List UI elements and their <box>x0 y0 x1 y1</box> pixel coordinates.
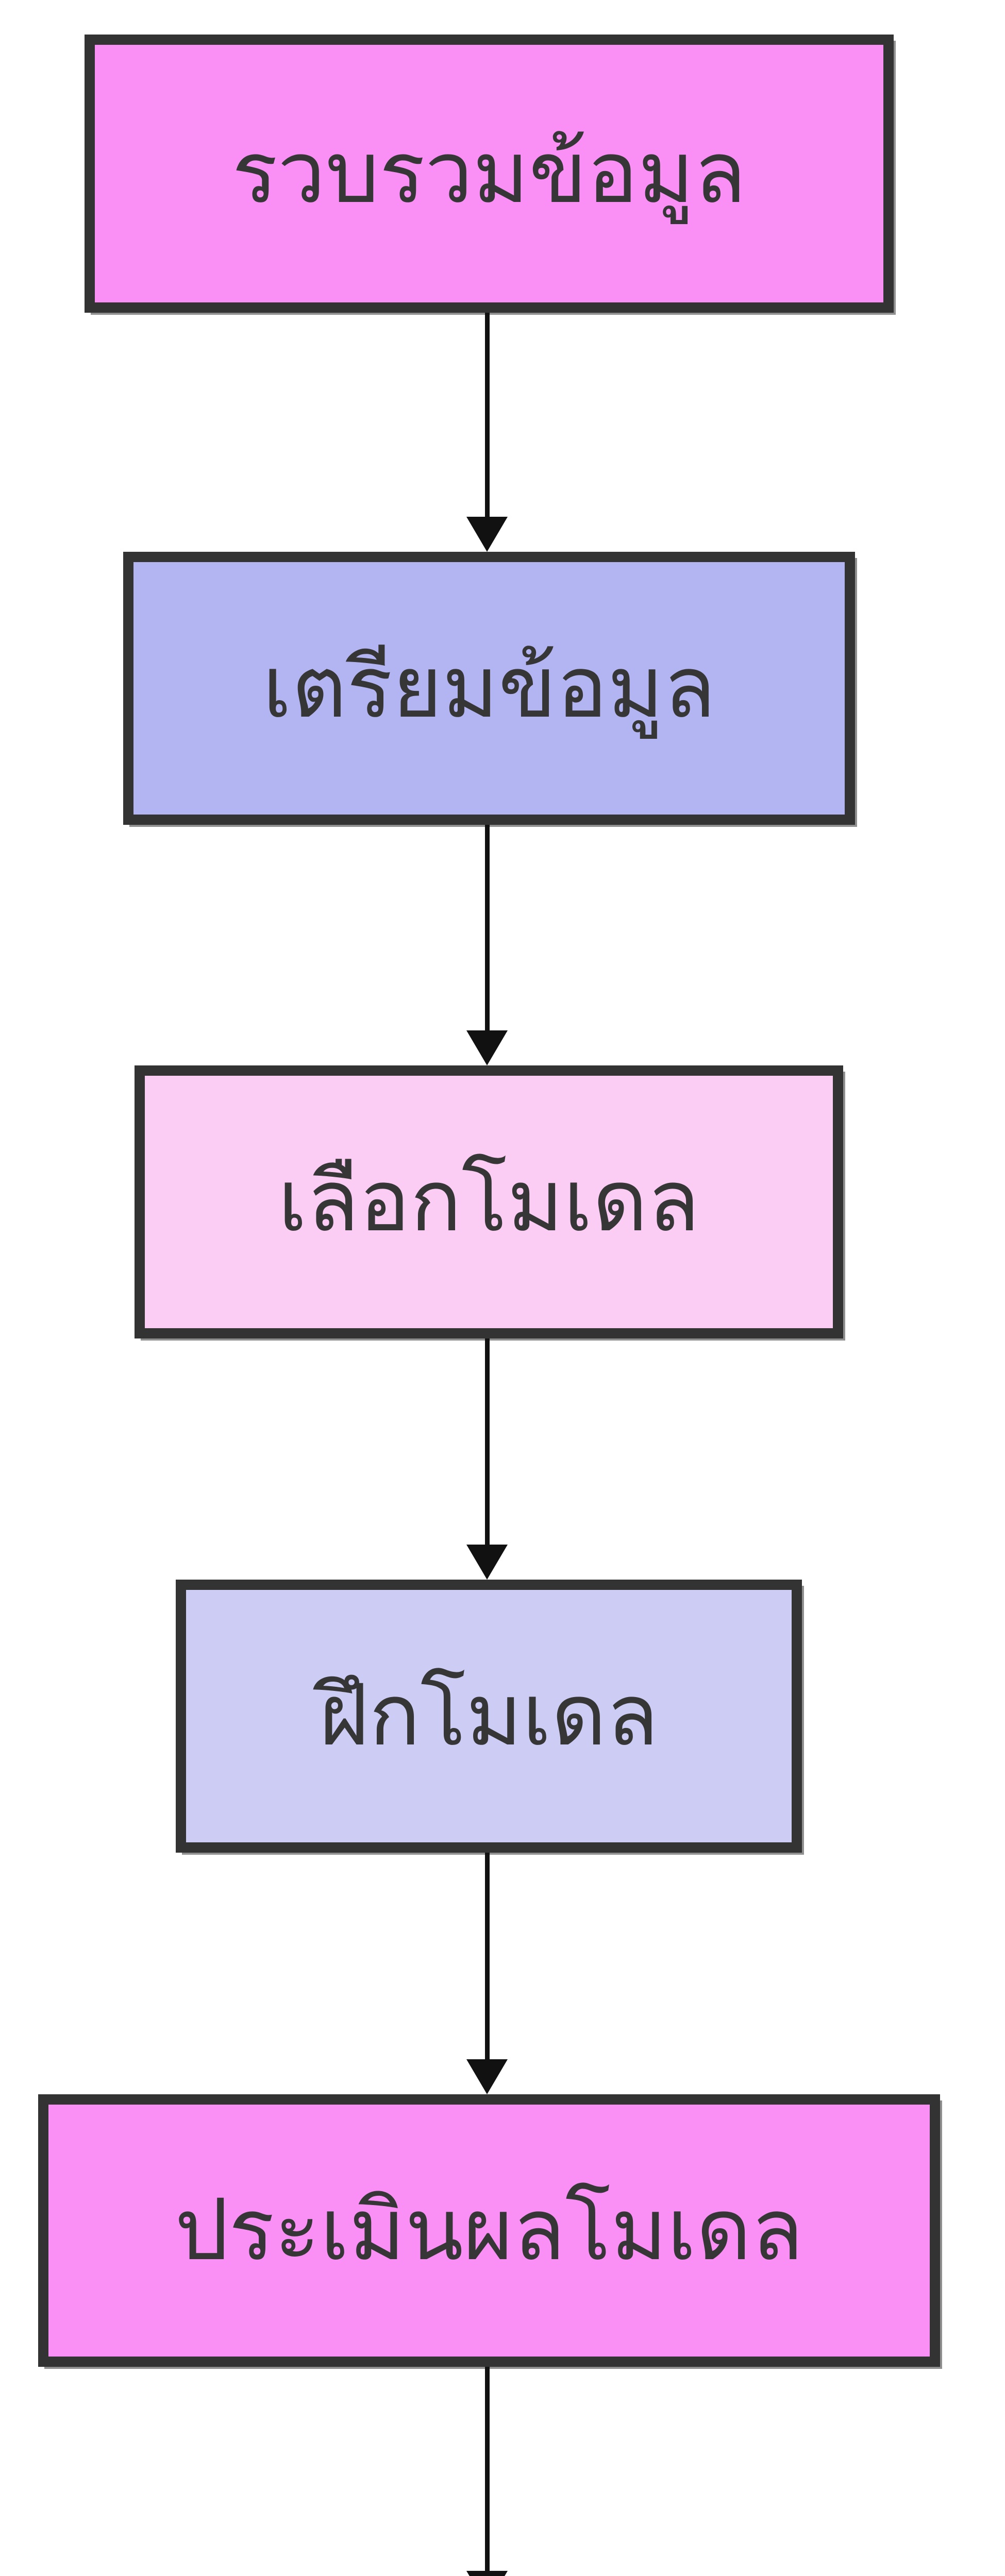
flow-step-2: เตรียมข้อมูล <box>123 552 855 825</box>
flow-arrow-head-icon <box>466 2571 508 2576</box>
flow-arrow-line <box>484 2367 490 2571</box>
flow-step-3: เลือกโมเดล <box>135 1065 843 1338</box>
flow-step-label: เตรียมข้อมูล <box>262 641 716 736</box>
flow-step-5: ประเมินผลโมเดล <box>38 2094 940 2367</box>
flow-arrow-head-icon <box>466 1545 508 1580</box>
flow-step-label: รวบรวมข้อมูล <box>232 126 746 221</box>
flow-arrow-head-icon <box>466 2059 508 2094</box>
flow-arrow-line <box>484 1338 490 1545</box>
flow-arrow-head-icon <box>466 517 508 552</box>
flow-arrow-line <box>484 313 490 517</box>
flow-step-label: ฝึกโมเดล <box>319 1669 659 1764</box>
flow-step-label: ประเมินผลโมเดล <box>175 2183 803 2278</box>
flow-step-4: ฝึกโมเดล <box>176 1580 802 1853</box>
flow-arrow-head-icon <box>466 1030 508 1065</box>
flow-arrow-line <box>484 1853 490 2059</box>
flow-arrow-line <box>484 825 490 1030</box>
flow-step-label: เลือกโมเดล <box>278 1155 700 1249</box>
flow-step-1: รวบรวมข้อมูล <box>85 35 894 313</box>
